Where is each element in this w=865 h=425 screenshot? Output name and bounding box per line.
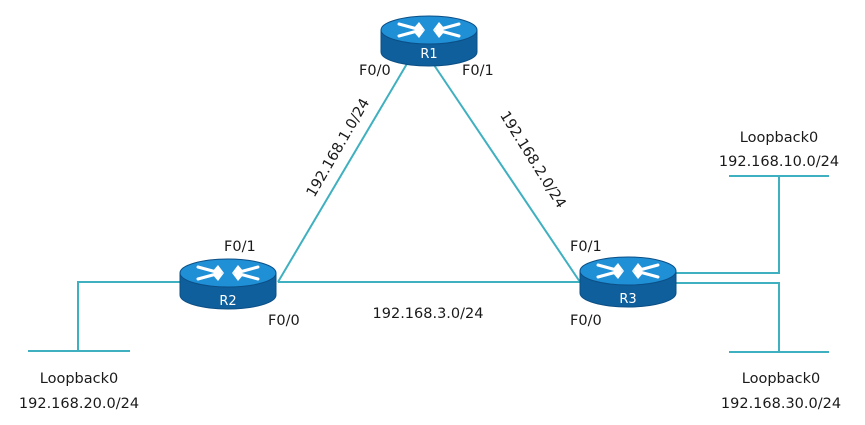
loopback-link-r3-lower [676,282,780,352]
loopback-name-r3-lower: Loopback0 [742,371,820,387]
loopback-name-r3-upper: Loopback0 [740,130,818,146]
loopback-network-r3-lower: 192.168.30.0/24 [721,396,841,412]
interface-label-r2-f01: F0/1 [224,239,256,255]
router-r3[interactable]: R3 [578,255,678,309]
links [28,61,829,353]
loopback-name-r2: Loopback0 [40,371,118,387]
interface-label-r1-f00: F0/0 [359,63,391,79]
network-label-r2-r3: 192.168.3.0/24 [373,306,484,322]
loopback-link-r2 [77,281,180,351]
interface-label-r2-f00: F0/0 [268,313,300,329]
loopback-network-r2: 192.168.20.0/24 [19,396,139,412]
router-label: R1 [420,47,437,62]
interface-label-r3-f01: F0/1 [570,239,602,255]
interface-label-r3-f00: F0/0 [570,313,602,329]
network-label-r1-r2: 192.168.1.0/24 [304,96,373,200]
router-r2[interactable]: R2 [178,257,278,311]
router-r1[interactable]: R1 [379,14,479,68]
interface-label-r1-f01: F0/1 [462,63,494,79]
loopback-link-r3-upper [676,176,780,274]
network-label-r1-r3: 192.168.2.0/24 [496,109,568,212]
link-r1-r2 [277,61,409,283]
router-label: R3 [619,292,636,307]
loopback-network-r3-upper: 192.168.10.0/24 [719,154,839,170]
link-r1-r3 [431,61,581,283]
router-label: R2 [219,294,236,309]
